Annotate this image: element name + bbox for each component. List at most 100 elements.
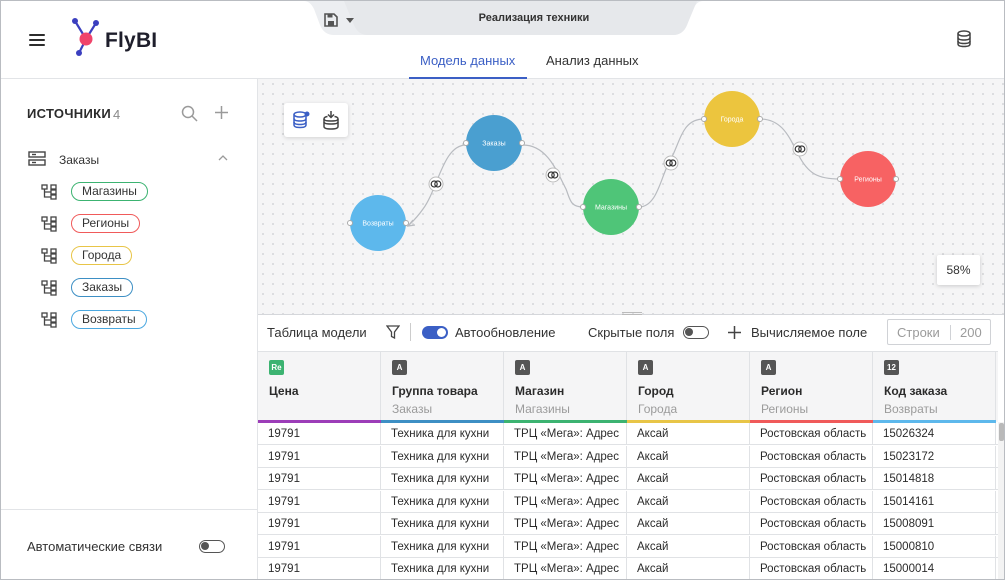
- table-cell[interactable]: Аксай: [627, 558, 750, 579]
- table-node-circle[interactable]: [350, 195, 406, 251]
- table-node-circle[interactable]: [840, 151, 896, 207]
- table-node[interactable]: Регионы: [837, 151, 899, 207]
- source-table-pill[interactable]: Регионы: [71, 214, 141, 233]
- add-icon[interactable]: [214, 105, 229, 120]
- join-inner-icon[interactable]: [663, 155, 679, 171]
- rows-value[interactable]: 200: [960, 325, 982, 340]
- table-cell[interactable]: 15008091: [873, 513, 996, 535]
- table-cell[interactable]: Аксай: [627, 445, 750, 468]
- table-cell[interactable]: Ростовская область: [750, 535, 873, 558]
- table-node-circle[interactable]: [583, 179, 639, 235]
- table-cell[interactable]: Ростовская область: [750, 445, 873, 468]
- scrollbar-thumb[interactable]: [999, 423, 1004, 441]
- add-icon[interactable]: [728, 326, 741, 339]
- table-cell[interactable]: Аксай: [627, 490, 750, 513]
- table-node-circle[interactable]: [704, 91, 760, 147]
- filter-icon[interactable]: [386, 325, 400, 339]
- table-cell[interactable]: Аксай: [627, 513, 750, 535]
- database-icon[interactable]: [955, 30, 973, 48]
- table-cell[interactable]: 19791: [258, 535, 381, 558]
- table-cell[interactable]: 19791: [258, 513, 381, 535]
- chevron-up-icon[interactable]: [218, 155, 228, 161]
- node-port[interactable]: [757, 116, 763, 122]
- table-cell[interactable]: Техника для кухни: [381, 513, 504, 535]
- hidden-fields-toggle[interactable]: [683, 326, 709, 339]
- tab-data-model[interactable]: Модель данных: [420, 53, 516, 68]
- table-cell[interactable]: Ростовская область: [750, 468, 873, 490]
- chevron-down-icon[interactable]: [346, 18, 354, 23]
- source-table-pill[interactable]: Возвраты: [71, 310, 147, 329]
- node-port[interactable]: [893, 176, 899, 182]
- table-cell[interactable]: Техника для кухни: [381, 490, 504, 513]
- table-cell[interactable]: Аксай: [627, 423, 750, 445]
- table-cell[interactable]: Техника для кухни: [381, 535, 504, 558]
- table-cell[interactable]: ТРЦ «Мега»: Адрес: [504, 468, 627, 490]
- save-icon[interactable]: [324, 13, 338, 27]
- table-cell[interactable]: 15014818: [873, 468, 996, 490]
- join-inner-icon[interactable]: [792, 141, 808, 157]
- table-cell[interactable]: 19791: [258, 558, 381, 579]
- rows-limit-field[interactable]: Строки 200: [887, 319, 991, 345]
- join-inner-icon[interactable]: [545, 167, 561, 183]
- node-port[interactable]: [347, 220, 353, 226]
- node-port[interactable]: [636, 204, 642, 210]
- database-active-icon[interactable]: [292, 111, 310, 130]
- table-cell[interactable]: ТРЦ «Мега»: Адрес: [504, 558, 627, 579]
- table-node[interactable]: Магазины: [580, 179, 642, 235]
- zoom-level[interactable]: 58%: [937, 255, 980, 285]
- node-port[interactable]: [463, 140, 469, 146]
- search-icon[interactable]: [181, 105, 198, 122]
- table-cell[interactable]: ТРЦ «Мега»: Адрес: [504, 513, 627, 535]
- table-cell[interactable]: Ростовская область: [750, 513, 873, 535]
- table-cell[interactable]: Техника для кухни: [381, 445, 504, 468]
- auto-update-toggle[interactable]: [422, 326, 448, 339]
- source-group-orders[interactable]: Заказы: [28, 151, 233, 169]
- table-cell[interactable]: ТРЦ «Мега»: Адрес: [504, 423, 627, 445]
- table-cell[interactable]: 19791: [258, 468, 381, 490]
- tab-data-analysis[interactable]: Анализ данных: [546, 53, 639, 68]
- table-cell[interactable]: 19791: [258, 490, 381, 513]
- table-cell[interactable]: Техника для кухни: [381, 558, 504, 579]
- table-cell[interactable]: ТРЦ «Мега»: Адрес: [504, 490, 627, 513]
- table-node-circle[interactable]: [466, 115, 522, 171]
- table-cell[interactable]: Ростовская область: [750, 423, 873, 445]
- table-node[interactable]: Города: [701, 91, 763, 147]
- table-cell[interactable]: Аксай: [627, 468, 750, 490]
- calc-field-button[interactable]: Вычисляемое поле: [751, 325, 868, 340]
- table-cell[interactable]: Ростовская область: [750, 490, 873, 513]
- table-cell[interactable]: ТРЦ «Мега»: Адрес: [504, 535, 627, 558]
- vertical-scrollbar[interactable]: [998, 422, 1004, 579]
- table-cell[interactable]: 19791: [258, 423, 381, 445]
- node-port[interactable]: [519, 140, 525, 146]
- table-cell[interactable]: 15023172: [873, 445, 996, 468]
- table-cell[interactable]: 15000014: [873, 558, 996, 579]
- table-cell[interactable]: 19791: [258, 445, 381, 468]
- node-port[interactable]: [580, 204, 586, 210]
- table-cell[interactable]: 15000810: [873, 535, 996, 558]
- join-inner-icon[interactable]: [428, 176, 444, 192]
- source-table-pill[interactable]: Заказы: [71, 278, 134, 297]
- table-cell[interactable]: Аксай: [627, 535, 750, 558]
- auto-links-toggle[interactable]: [199, 540, 225, 553]
- table-cell[interactable]: 15026324: [873, 423, 996, 445]
- table-cell[interactable]: Техника для кухни: [381, 468, 504, 490]
- menu-icon[interactable]: [29, 34, 45, 46]
- node-port[interactable]: [403, 220, 409, 226]
- table-cell[interactable]: Ростовская область: [750, 558, 873, 579]
- table-node[interactable]: Возвраты: [347, 195, 409, 251]
- table-cell[interactable]: Техника для кухни: [381, 423, 504, 445]
- database-import-icon[interactable]: [322, 111, 340, 130]
- resize-grip-icon[interactable]: [622, 312, 642, 315]
